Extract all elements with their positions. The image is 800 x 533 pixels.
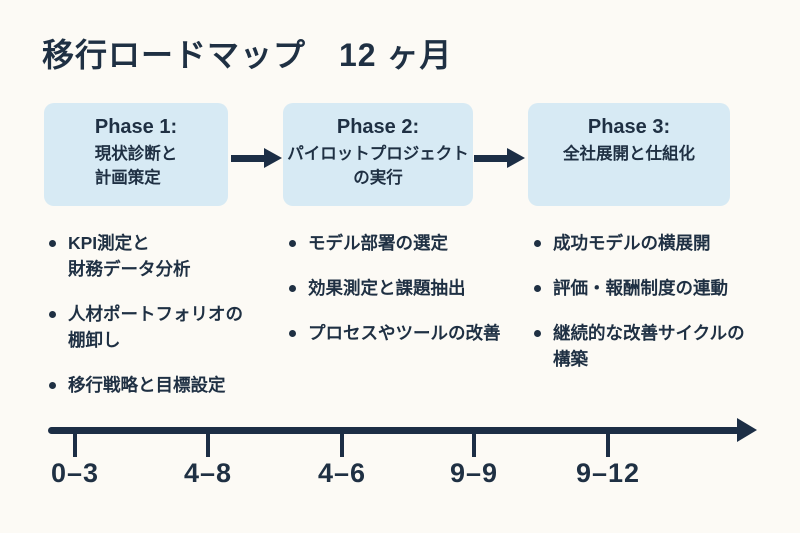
arrow-head [507,148,525,168]
phase2-bullet-list: モデル部署の選定 効果測定と課題抽出 プロセスやツールの改善 [288,230,526,365]
bullet-dot-icon [49,240,56,247]
list-item: 成功モデルの横展開 [533,230,783,256]
bullet-line: プロセスやツールの改善 [308,323,501,343]
timeline-tick [472,433,476,457]
bullet-dot-icon [289,240,296,247]
bullet-line: 人材ポートフォリオの [68,304,243,324]
timeline-tick [206,433,210,457]
bullet-line: 棚卸し [68,330,121,350]
bullet-line: 効果測定と課題抽出 [308,278,466,298]
bullet-line: 成功モデルの横展開 [553,233,711,253]
timeline-label: 4–6 [317,458,367,488]
timeline-label: 9–12 [575,458,641,488]
arrow-phase2-to-phase3-icon [474,148,525,168]
phase3-bullet-list: 成功モデルの横展開 評価・報酬制度の連動 継続的な改善サイクルの 構築 [533,230,783,391]
bullet-text: KPI測定と 財務データ分析 [68,230,191,282]
bullet-line: 継続的な改善サイクルの [553,323,745,343]
phase1-subtitle: 現状診断と 計画策定 [95,142,178,190]
phase3-subtitle: 全社展開と仕組化 [528,142,730,166]
timeline-label: 9–9 [449,458,499,488]
bullet-line: KPI測定と [68,233,150,253]
bullet-text: 人材ポートフォリオの 棚卸し [68,301,243,353]
timeline-label: 0–3 [50,458,100,488]
list-item: 移行戦略と目標設定 [48,372,280,398]
phase3-subtitle-line1: 全社展開と仕組化 [563,145,695,163]
phase2-subtitle: パイロットプロジェクト の実行 [283,142,473,190]
phase2-subtitle-line1: パイロットプロジェクト [287,145,469,163]
list-item: 継続的な改善サイクルの 構築 [533,320,783,372]
bullet-text: 継続的な改善サイクルの 構築 [553,320,745,372]
bullet-dot-icon [289,330,296,337]
bullet-dot-icon [534,285,541,292]
phase2-heading: Phase 2: [336,116,420,138]
list-item: プロセスやツールの改善 [288,320,526,346]
bullet-text: 移行戦略と目標設定 [68,372,226,398]
bullet-dot-icon [534,330,541,337]
timeline-axis [48,427,740,434]
bullet-line: 移行戦略と目標設定 [68,375,226,395]
bullet-text: プロセスやツールの改善 [308,320,501,346]
list-item: KPI測定と 財務データ分析 [48,230,280,282]
timeline-label: 4–8 [183,458,233,488]
arrow-shaft [474,154,507,162]
bullet-line: モデル部署の選定 [308,233,448,253]
phase1-bullet-list: KPI測定と 財務データ分析 人材ポートフォリオの 棚卸し 移行戦略と目標設定 [48,230,280,417]
bullet-line: 財務データ分析 [68,259,191,279]
timeline-tick [73,433,77,457]
list-item: 評価・報酬制度の連動 [533,275,783,301]
bullet-dot-icon [289,285,296,292]
phase3-heading: Phase 3: [587,116,671,138]
phase1-box: Phase 1: 現状診断と 計画策定 [44,103,228,206]
list-item: 人材ポートフォリオの 棚卸し [48,301,280,353]
arrow-head [264,148,282,168]
page-title: 移行ロードマップ 12 ヶ月 [42,37,453,73]
arrow-phase1-to-phase2-icon [231,148,282,168]
list-item: 効果測定と課題抽出 [288,275,526,301]
phase2-box: Phase 2: パイロットプロジェクト の実行 [283,103,473,206]
bullet-text: 成功モデルの横展開 [553,230,711,256]
phase3-box: Phase 3: 全社展開と仕組化 [528,103,730,206]
phase1-heading: Phase 1: [94,116,178,138]
phase2-subtitle-line2: の実行 [353,169,403,187]
bullet-text: モデル部署の選定 [308,230,448,256]
bullet-text: 効果測定と課題抽出 [308,275,466,301]
arrow-shaft [231,154,264,162]
bullet-line: 構築 [553,349,588,369]
bullet-dot-icon [49,382,56,389]
bullet-text: 評価・報酬制度の連動 [553,275,728,301]
bullet-dot-icon [49,311,56,318]
phase1-subtitle-line2: 計画策定 [94,169,161,187]
bullet-line: 評価・報酬制度の連動 [553,278,728,298]
list-item: モデル部署の選定 [288,230,526,256]
bullet-dot-icon [534,240,541,247]
timeline-arrowhead-icon [737,418,757,442]
timeline-tick [340,433,344,457]
timeline-tick [606,433,610,457]
phase1-subtitle-line1: 現状診断と [94,145,178,163]
